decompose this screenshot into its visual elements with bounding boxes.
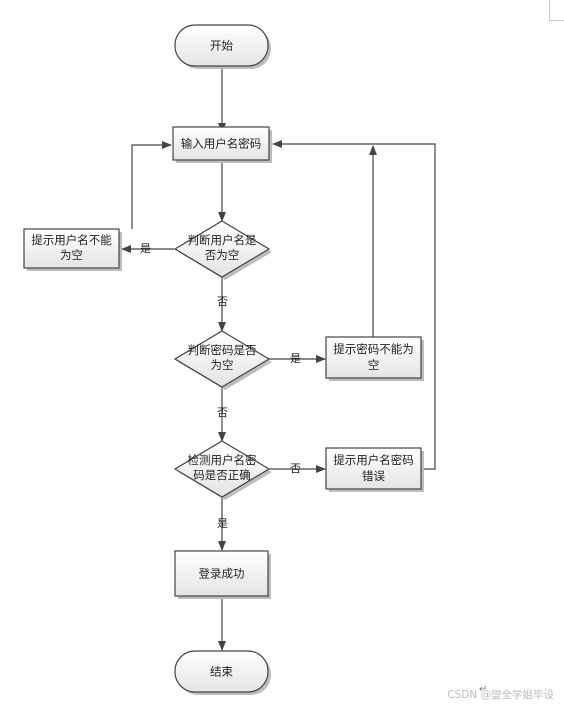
label-verify-yes: 是: [217, 517, 228, 530]
label-user-empty-yes: 是: [140, 242, 151, 255]
connectors: [121, 68, 436, 651]
edge-tip-user-back-to-input: [131, 141, 172, 229]
label-verify-no: 否: [290, 462, 301, 475]
node-check-pwd-line1: 判断密码是否: [188, 343, 257, 357]
node-input: 输入用户名密码: [172, 126, 272, 163]
csdn-watermark: CSDN @燮全学姐毕设: [447, 689, 554, 701]
node-check-user: 判断用户名是 否为空: [173, 220, 272, 280]
node-check-pwd: 判断密码是否 为空: [173, 330, 272, 390]
node-tip-user-empty: 提示用户名不能 为空: [23, 228, 122, 271]
node-success: 登录成功: [174, 550, 271, 599]
node-tip-pwd-empty: 提示密码不能为 空: [325, 336, 424, 381]
node-start: 开始: [174, 24, 271, 69]
node-check-user-line1: 判断用户名是: [188, 233, 257, 247]
node-tip-wrong: 提示用户名密码 错误: [325, 447, 424, 492]
node-check-pwd-line2: 为空: [211, 358, 234, 372]
node-tip-wrong-line2: 错误: [362, 469, 385, 483]
node-tip-user-line1: 提示用户名不能: [31, 233, 112, 247]
node-start-label: 开始: [210, 39, 233, 53]
node-end: 结束: [174, 650, 271, 695]
paragraph-return-mark: ↵: [479, 684, 488, 695]
node-end-label: 结束: [210, 665, 233, 679]
edge-tip-wrong-back-to-input: [272, 140, 436, 470]
label-pwd-empty-yes: 是: [290, 352, 301, 365]
node-tip-user-line2: 为空: [60, 248, 83, 262]
label-pwd-empty-no: 否: [217, 406, 228, 419]
page-corner-mark: [549, 0, 564, 21]
node-tip-pwd-line1: 提示密码不能为: [333, 342, 414, 356]
node-tip-pwd-line2: 空: [368, 358, 380, 372]
node-tip-wrong-line1: 提示用户名密码: [333, 453, 414, 467]
node-verify-line2: 码是否正确: [193, 468, 251, 482]
node-check-user-line2: 否为空: [205, 248, 240, 262]
node-success-label: 登录成功: [199, 567, 245, 581]
node-verify: 检测用户名密 码是否正确: [173, 440, 272, 500]
node-input-label: 输入用户名密码: [181, 137, 262, 151]
node-verify-line1: 检测用户名密: [188, 453, 257, 467]
label-user-empty-no: 否: [217, 295, 228, 308]
